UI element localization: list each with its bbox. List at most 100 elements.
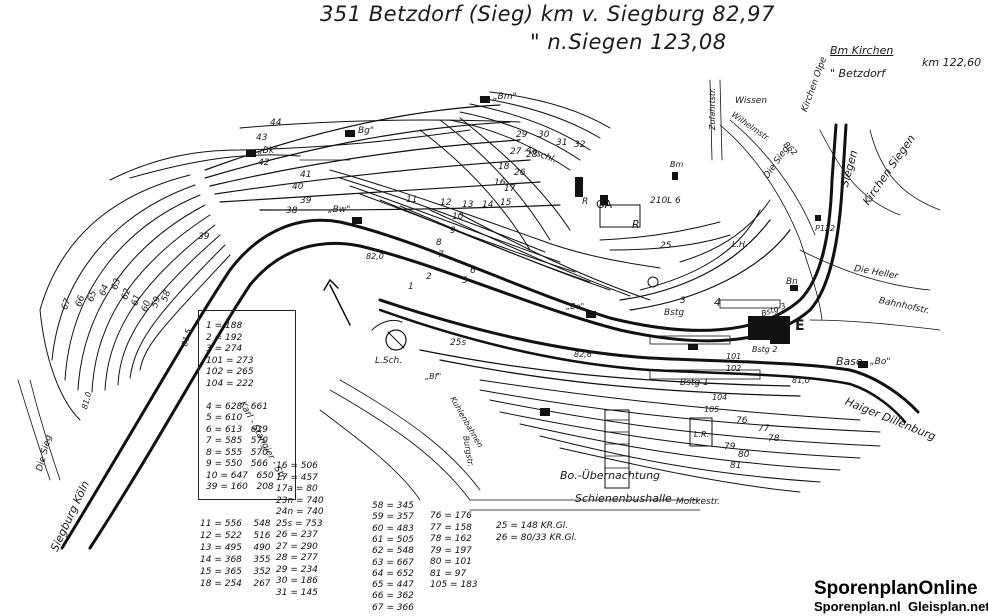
table-row: 3 = 274 xyxy=(206,344,243,354)
main-line-dillenburg-2 xyxy=(378,308,907,424)
legend-box xyxy=(198,310,296,500)
table-row: 76 = 176 xyxy=(430,511,472,521)
label-km820: 82,0 xyxy=(366,252,384,261)
table-row: 29 = 234 xyxy=(276,564,318,575)
table-row: 17a = 80 xyxy=(276,484,318,494)
track-number: 43 xyxy=(256,133,268,143)
track-number: 104 xyxy=(712,393,728,402)
label-lsch: L.Sch. xyxy=(375,356,403,366)
table-row: 8 = 555 570 xyxy=(206,447,268,458)
track-number: 42 xyxy=(258,158,270,168)
label-bm-trebe: Bm xyxy=(670,160,684,169)
junction-note-line-2: " Betzdorf xyxy=(830,67,886,80)
track-number: 76 xyxy=(736,416,748,426)
brand-site-2[interactable]: Gleisplan.net xyxy=(908,599,988,614)
label-bstg: Bstg xyxy=(664,308,685,318)
track-number: 38 xyxy=(286,206,298,216)
table-row: 59 = 357 xyxy=(372,512,414,523)
label-e: E xyxy=(795,318,805,334)
table-row: 18 = 254 267 xyxy=(200,579,271,589)
table-row: 1 = 188 xyxy=(206,321,243,331)
track-number: 81 xyxy=(730,461,742,471)
table-row: 104 = 222 xyxy=(206,378,254,389)
track-number: 8 xyxy=(436,238,442,248)
main-line-dillenburg xyxy=(378,298,920,414)
table-row: 66 = 362 xyxy=(372,591,414,602)
table-row: 77 = 158 xyxy=(430,522,472,533)
table-row: 101 = 273 xyxy=(206,355,254,366)
main-line-siegburg xyxy=(60,123,838,550)
table-row: 24n = 740 xyxy=(276,507,324,517)
track-number: 25 xyxy=(660,241,672,251)
table-row: 26 = 237 xyxy=(276,530,318,540)
junction-note-km: km 122,60 xyxy=(922,56,982,69)
track-number: 7 xyxy=(438,250,444,260)
label-p122: P122 xyxy=(815,224,836,233)
table-row: 23n = 740 xyxy=(276,495,324,506)
label-bn: Bn xyxy=(786,277,798,287)
table-row: 31 = 145 xyxy=(276,587,318,598)
track-number: 102 xyxy=(726,364,742,373)
main-line-siegen xyxy=(88,123,848,550)
table-row: 65 = 447 xyxy=(372,580,414,591)
label-schienenbushalle: Schienenbushalle xyxy=(575,492,672,505)
table-row: 5 = 610 xyxy=(206,413,243,423)
table-row: 26 = 80/33 KR.Gl. xyxy=(496,532,577,543)
track-number: 1 xyxy=(408,282,414,292)
brand-site-1[interactable]: Sporenplan.nl xyxy=(814,599,901,614)
label-r1: R xyxy=(582,197,589,207)
track-number: 11 xyxy=(406,195,418,205)
track-number: 10 xyxy=(452,212,464,222)
table-row: 15 = 365 352 xyxy=(200,567,271,577)
label-ga: GA xyxy=(596,198,613,211)
label-bm: „Bm" xyxy=(493,92,517,102)
table-row: 10 = 647 650 xyxy=(206,470,274,481)
table-row: 25s = 753 xyxy=(276,518,323,529)
track-number: 28 xyxy=(526,150,538,160)
label-wissen: Wissen xyxy=(735,96,768,106)
label-bo-uebernachtung: Bo.-Übernachtung xyxy=(560,469,661,482)
label-km810: 81,0 xyxy=(792,376,810,385)
table-row: 81 = 97 xyxy=(430,568,467,579)
label-zufahrtstr: Zufahrtstr. xyxy=(708,87,717,130)
track-number: 16 xyxy=(494,178,506,188)
table-row: 16 = 506 xyxy=(276,461,318,471)
table-row: 2 = 192 xyxy=(206,332,243,343)
table-row: 62 = 548 xyxy=(372,546,414,557)
table-row: 78 = 162 xyxy=(430,534,472,544)
table-row: 25 = 148 KR.Gl. xyxy=(496,521,569,531)
label-bf: „Bf" xyxy=(425,372,442,381)
track-number: 12 xyxy=(440,198,452,208)
track-number: 79 xyxy=(724,442,736,452)
track-number: 17 xyxy=(504,184,516,194)
track-number: 4 xyxy=(714,296,721,309)
track-number: 80 xyxy=(738,450,750,460)
label-bk: „Bk" xyxy=(258,146,279,156)
label-lh: L.H. xyxy=(732,240,748,249)
label-bg: Bg" xyxy=(358,126,375,136)
track-number: 32 xyxy=(574,140,586,150)
track-number: 2 xyxy=(426,272,432,282)
track-number: 27 xyxy=(510,147,522,157)
track-number: 5 xyxy=(462,276,468,286)
track-number: 14 xyxy=(482,200,494,210)
table-row: 4 = 628 661 xyxy=(206,401,268,412)
table-row: 11 = 556 548 xyxy=(200,519,271,529)
table-row: 14 = 368 355 xyxy=(200,555,271,565)
track-number: 30 xyxy=(538,130,550,140)
track-number: 44 xyxy=(270,118,282,128)
track-number: 3 xyxy=(680,296,686,306)
label-moltkestr: Moltkestr. xyxy=(676,497,721,507)
table-row: 67 = 366 xyxy=(372,602,414,613)
table-row: 79 = 197 xyxy=(430,545,472,556)
table-row: 27 = 290 xyxy=(276,541,318,552)
track-number: 39 xyxy=(300,196,312,206)
header-line-2: " n.Siegen 123,08 xyxy=(530,30,727,54)
table-row: 9 = 550 566 xyxy=(206,459,268,469)
label-bstg1: Bstg 1 xyxy=(680,378,709,388)
label-bw: „Bw" xyxy=(328,205,351,215)
label-lr: L.R. xyxy=(694,430,710,439)
header-line-1: 351 Betzdorf (Sieg) km v. Siegburg 82,97 xyxy=(320,2,775,26)
label-bstg2: Bstg 2 xyxy=(752,345,778,354)
